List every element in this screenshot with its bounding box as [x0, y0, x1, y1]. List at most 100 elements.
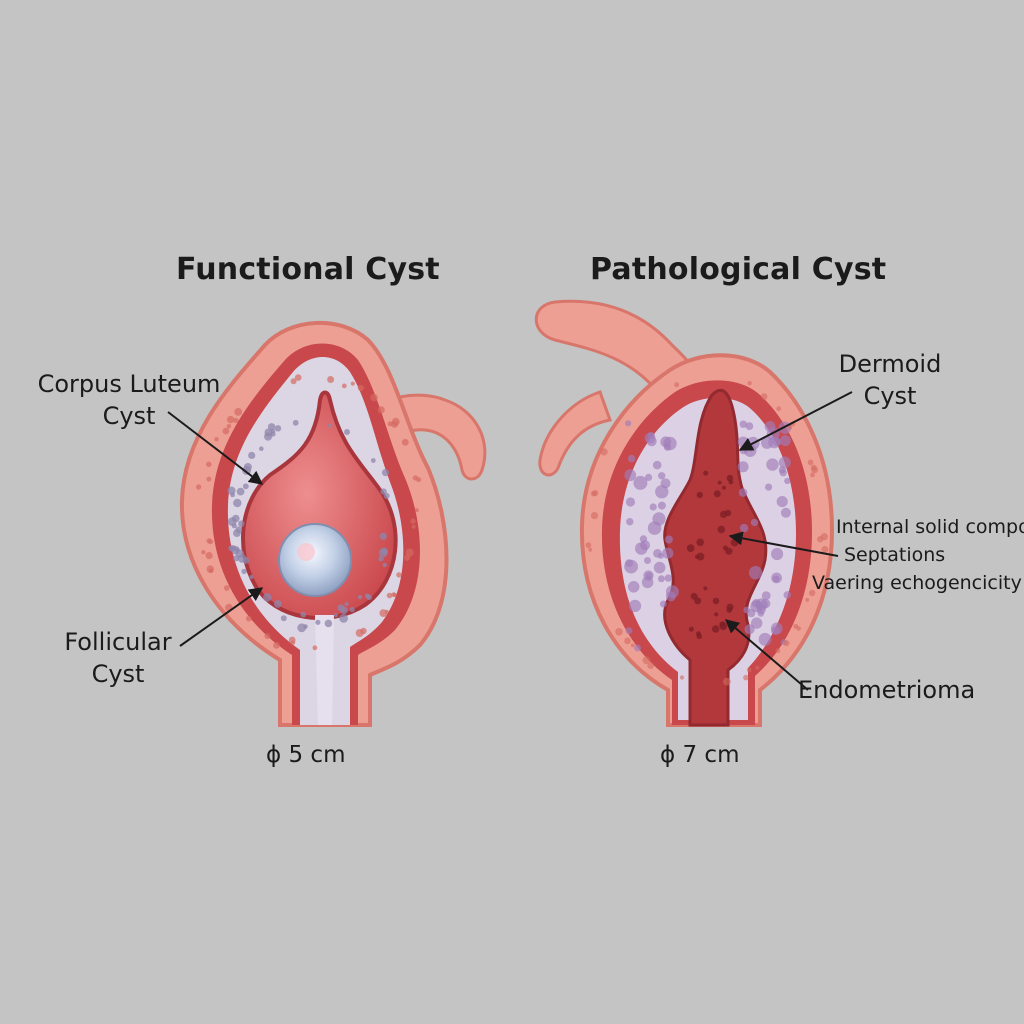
stroma-cell: [366, 594, 372, 601]
stroma-cell: [344, 601, 349, 607]
organelle: [627, 581, 640, 593]
organelle: [764, 421, 776, 432]
stroma-cell: [242, 557, 250, 564]
organelle: [652, 460, 662, 470]
stroma-cell: [238, 520, 245, 527]
stroma-cell: [328, 423, 333, 428]
stroma-cell: [378, 556, 384, 562]
tissue-cell: [370, 393, 378, 402]
stroma-cell: [263, 593, 272, 602]
tissue-cell: [386, 592, 393, 599]
organelle: [625, 420, 632, 427]
tissue-cell: [743, 674, 749, 681]
organelle: [664, 535, 673, 544]
stroma-cell: [300, 611, 307, 618]
organelle: [662, 547, 674, 559]
tissue-cell: [405, 548, 414, 557]
tissue-cell: [208, 568, 214, 574]
tissue-cell: [817, 536, 824, 543]
left-duct: [315, 615, 334, 725]
core-speck: [696, 491, 703, 499]
core-speck: [696, 552, 705, 561]
stroma-cell: [236, 487, 245, 496]
corpus-luteum-label-line2: Cyst: [102, 402, 156, 430]
organelle: [653, 549, 662, 558]
core-speck: [690, 592, 698, 600]
tissue-cell: [410, 518, 416, 524]
tissue-cell: [245, 615, 252, 622]
endometrioma-label: Endometrioma: [798, 676, 976, 704]
organelle: [625, 627, 633, 635]
organelle: [660, 478, 671, 489]
stroma-cell: [378, 548, 388, 558]
echogenicity-label: Vaering echogencicity: [812, 572, 1022, 594]
organelle: [657, 501, 666, 510]
organelle: [644, 557, 651, 564]
tissue-cell: [290, 378, 297, 385]
tissue-cell: [590, 511, 599, 520]
core-speck: [726, 474, 734, 482]
functional-cyst-title: Functional Cyst: [176, 252, 440, 287]
stroma-cell: [259, 446, 264, 452]
core-speck: [688, 626, 694, 632]
stroma-cell: [315, 619, 321, 625]
tissue-cell: [810, 464, 817, 471]
arrow-dermoid: [738, 391, 853, 451]
tissue-cell: [821, 546, 829, 553]
organelle: [779, 435, 791, 447]
tissue-cell: [288, 636, 296, 644]
tissue-cell: [234, 408, 243, 416]
tissue-cell: [223, 585, 230, 591]
core-speck: [712, 597, 720, 605]
tissue-cell: [809, 589, 816, 597]
stroma-cell: [344, 429, 350, 435]
core-speck: [722, 485, 726, 490]
organelle: [738, 488, 748, 497]
tissue-cell: [679, 675, 685, 680]
stroma-cell: [249, 574, 254, 580]
tissue-cell: [630, 643, 635, 648]
organelle: [744, 624, 755, 635]
organelle: [739, 420, 747, 428]
tissue-cell: [404, 554, 411, 561]
organelle: [758, 632, 772, 646]
organelle: [780, 507, 791, 518]
left-cell-dots: [227, 419, 390, 633]
tissue-cell: [341, 383, 347, 389]
organelle: [659, 600, 667, 608]
organelle: [761, 591, 771, 600]
tissue-cell: [195, 484, 202, 490]
organelle: [748, 566, 763, 580]
stroma-cell: [383, 492, 390, 499]
organelle: [665, 591, 676, 602]
organelle: [745, 422, 754, 430]
tissue-cell: [755, 665, 760, 670]
core-speck: [726, 603, 734, 611]
tissue-cell: [674, 382, 680, 388]
tissue-cell: [327, 376, 335, 383]
organelle: [663, 436, 677, 451]
stroma-cell: [349, 607, 355, 613]
tissue-cell: [377, 406, 385, 414]
stroma-cell: [357, 594, 363, 600]
tissue-cell: [379, 609, 388, 617]
follicular-label-line2: Cyst: [91, 660, 145, 688]
tissue-cell: [810, 472, 815, 478]
stroma-cell: [241, 568, 247, 575]
right-tube-curl: [538, 390, 612, 477]
tissue-cell: [775, 648, 781, 654]
core-speck: [730, 538, 739, 547]
organelle: [750, 518, 759, 527]
right-core: [663, 388, 768, 727]
tissue-cell: [411, 524, 416, 529]
stroma-cell: [297, 623, 307, 633]
tissue-cell: [273, 641, 280, 649]
organelle: [737, 461, 749, 473]
organelle: [633, 475, 648, 490]
tissue-cell: [776, 406, 782, 412]
tissue-cell: [206, 538, 212, 544]
tissue-cell: [747, 381, 752, 386]
core-speck: [696, 633, 702, 640]
organelle: [647, 521, 662, 535]
